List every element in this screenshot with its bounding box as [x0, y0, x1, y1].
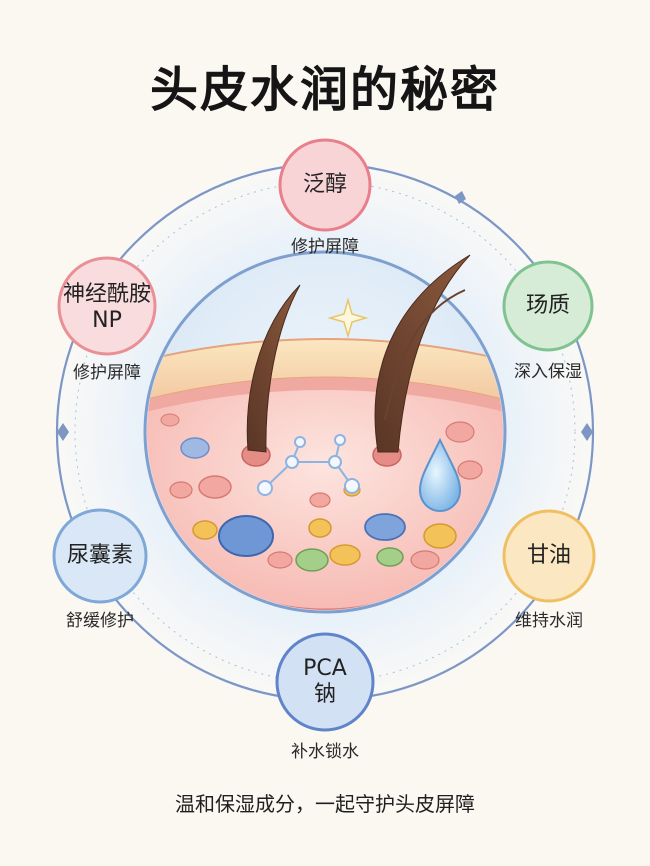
page-caption: 温和保湿成分，一起守护头皮屏障 [175, 792, 475, 816]
badge-hyaluronic-name: 玚质 [525, 293, 570, 318]
epidermis-edge [147, 377, 503, 412]
hair-strand-left [246, 284, 301, 453]
badge-ceramide-name: 神经酰胺 NP [62, 282, 151, 333]
badge-urea [52, 508, 148, 604]
badge-pca-na-name: PCA 钠 [303, 656, 347, 707]
badge-panthenol [278, 138, 372, 232]
cells [160, 413, 483, 572]
badge-ceramide [57, 256, 157, 356]
badge-hyaluronic-benefit: 深入保湿 [514, 362, 582, 382]
badge-urea-name: 尿囊素 [66, 543, 133, 568]
badge-glycerin-benefit: 维持水润 [515, 611, 583, 631]
ring-diamond-left [57, 423, 69, 441]
hair-follicles [241, 254, 471, 467]
hair-strand-right [374, 254, 471, 453]
molecule [257, 434, 360, 496]
badge-panthenol-benefit: 修护屏障 [291, 237, 359, 257]
badge-pca-na [275, 632, 375, 732]
badge-urea-benefit: 舒缓修护 [66, 611, 134, 631]
badge-hyaluronic [502, 260, 594, 352]
badge-ceramide-benefit: 修护屏障 [73, 363, 141, 383]
badge-pca-na-benefit: 补水锁水 [291, 742, 359, 762]
ring-diamond-top [455, 191, 466, 204]
badge-panthenol-name: 泛醇 [302, 172, 347, 197]
sparkle-icon [327, 297, 369, 339]
ring-diamond-right [581, 423, 593, 441]
badge-glycerin [502, 509, 596, 603]
badge-glycerin-name: 甘油 [526, 543, 571, 568]
page-title: 头皮水润的秘密 [149, 62, 500, 118]
water-droplet [418, 437, 462, 513]
